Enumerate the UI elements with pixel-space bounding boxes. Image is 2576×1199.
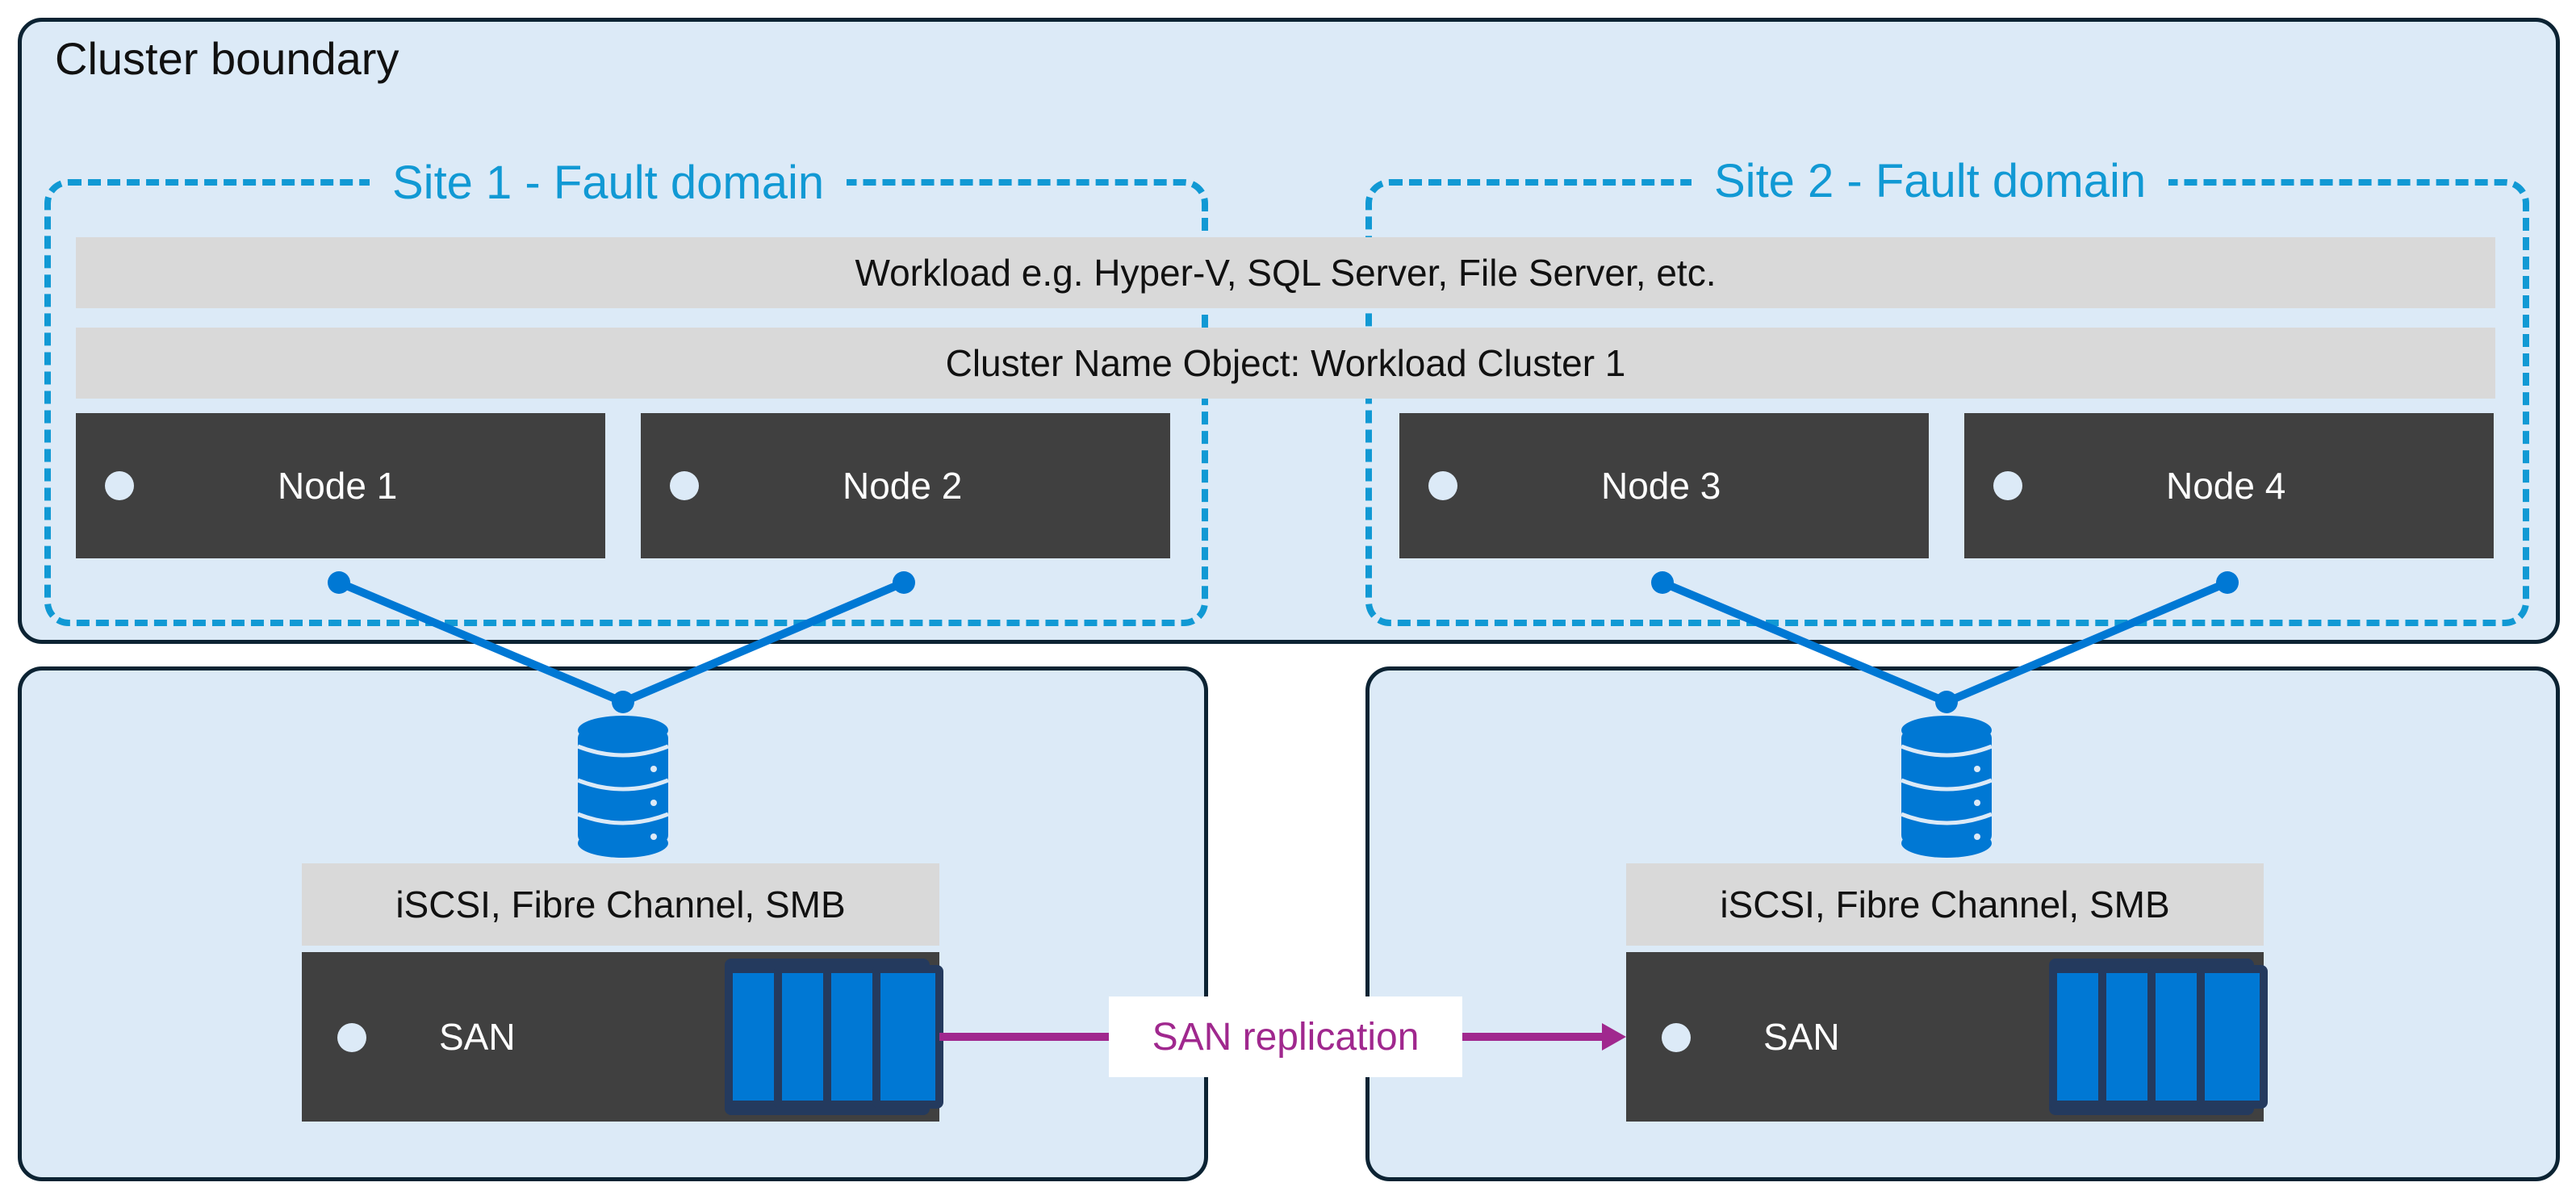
status-led-icon xyxy=(1428,471,1457,500)
node-4[interactable]: Node 4 xyxy=(1964,413,2494,558)
link-endpoint xyxy=(612,691,634,713)
san-label: SAN xyxy=(439,1016,516,1058)
cluster-boundary-title: Cluster boundary xyxy=(55,33,399,84)
link-node1-storage xyxy=(337,579,625,706)
node-1[interactable]: Node 1 xyxy=(76,413,605,558)
protocols-bar-site-2: iSCSI, Fibre Channel, SMB xyxy=(1626,863,2264,946)
status-led-icon xyxy=(1662,1023,1691,1052)
link-endpoint xyxy=(328,571,350,594)
replication-arrowhead-icon xyxy=(1602,1023,1626,1051)
link-node2-storage xyxy=(621,579,905,706)
node-label: Node 3 xyxy=(1601,465,1721,507)
status-led-icon xyxy=(1993,471,2022,500)
link-endpoint xyxy=(1935,691,1958,713)
link-endpoint xyxy=(1651,571,1674,594)
site-1-label: Site 1 - Fault domain xyxy=(370,155,847,211)
database-icon xyxy=(1901,716,1993,858)
protocols-bar-site-1: iSCSI, Fibre Channel, SMB xyxy=(302,863,939,946)
link-endpoint xyxy=(2216,571,2239,594)
node-label: Node 4 xyxy=(2166,465,2286,507)
replication-label: SAN replication xyxy=(1109,996,1462,1077)
link-node4-storage xyxy=(1945,579,2229,706)
san-site-2[interactable]: SAN xyxy=(1626,952,2268,1122)
drive-array-icon xyxy=(2049,959,2268,1115)
link-endpoint xyxy=(893,571,915,594)
node-label: Node 2 xyxy=(843,465,963,507)
san-label: SAN xyxy=(1763,1016,1840,1058)
status-led-icon xyxy=(337,1023,366,1052)
status-led-icon xyxy=(670,471,699,500)
status-led-icon xyxy=(105,471,134,500)
database-icon xyxy=(577,716,669,858)
node-label: Node 1 xyxy=(278,465,398,507)
site-2-label: Site 2 - Fault domain xyxy=(1692,153,2169,210)
workload-bar: Workload e.g. Hyper-V, SQL Server, File … xyxy=(76,237,2495,308)
node-3[interactable]: Node 3 xyxy=(1399,413,1929,558)
link-node3-storage xyxy=(1661,579,1948,706)
cluster-name-object-bar: Cluster Name Object: Workload Cluster 1 xyxy=(76,328,2495,399)
drive-icon xyxy=(2197,965,2268,1109)
node-2[interactable]: Node 2 xyxy=(641,413,1170,558)
